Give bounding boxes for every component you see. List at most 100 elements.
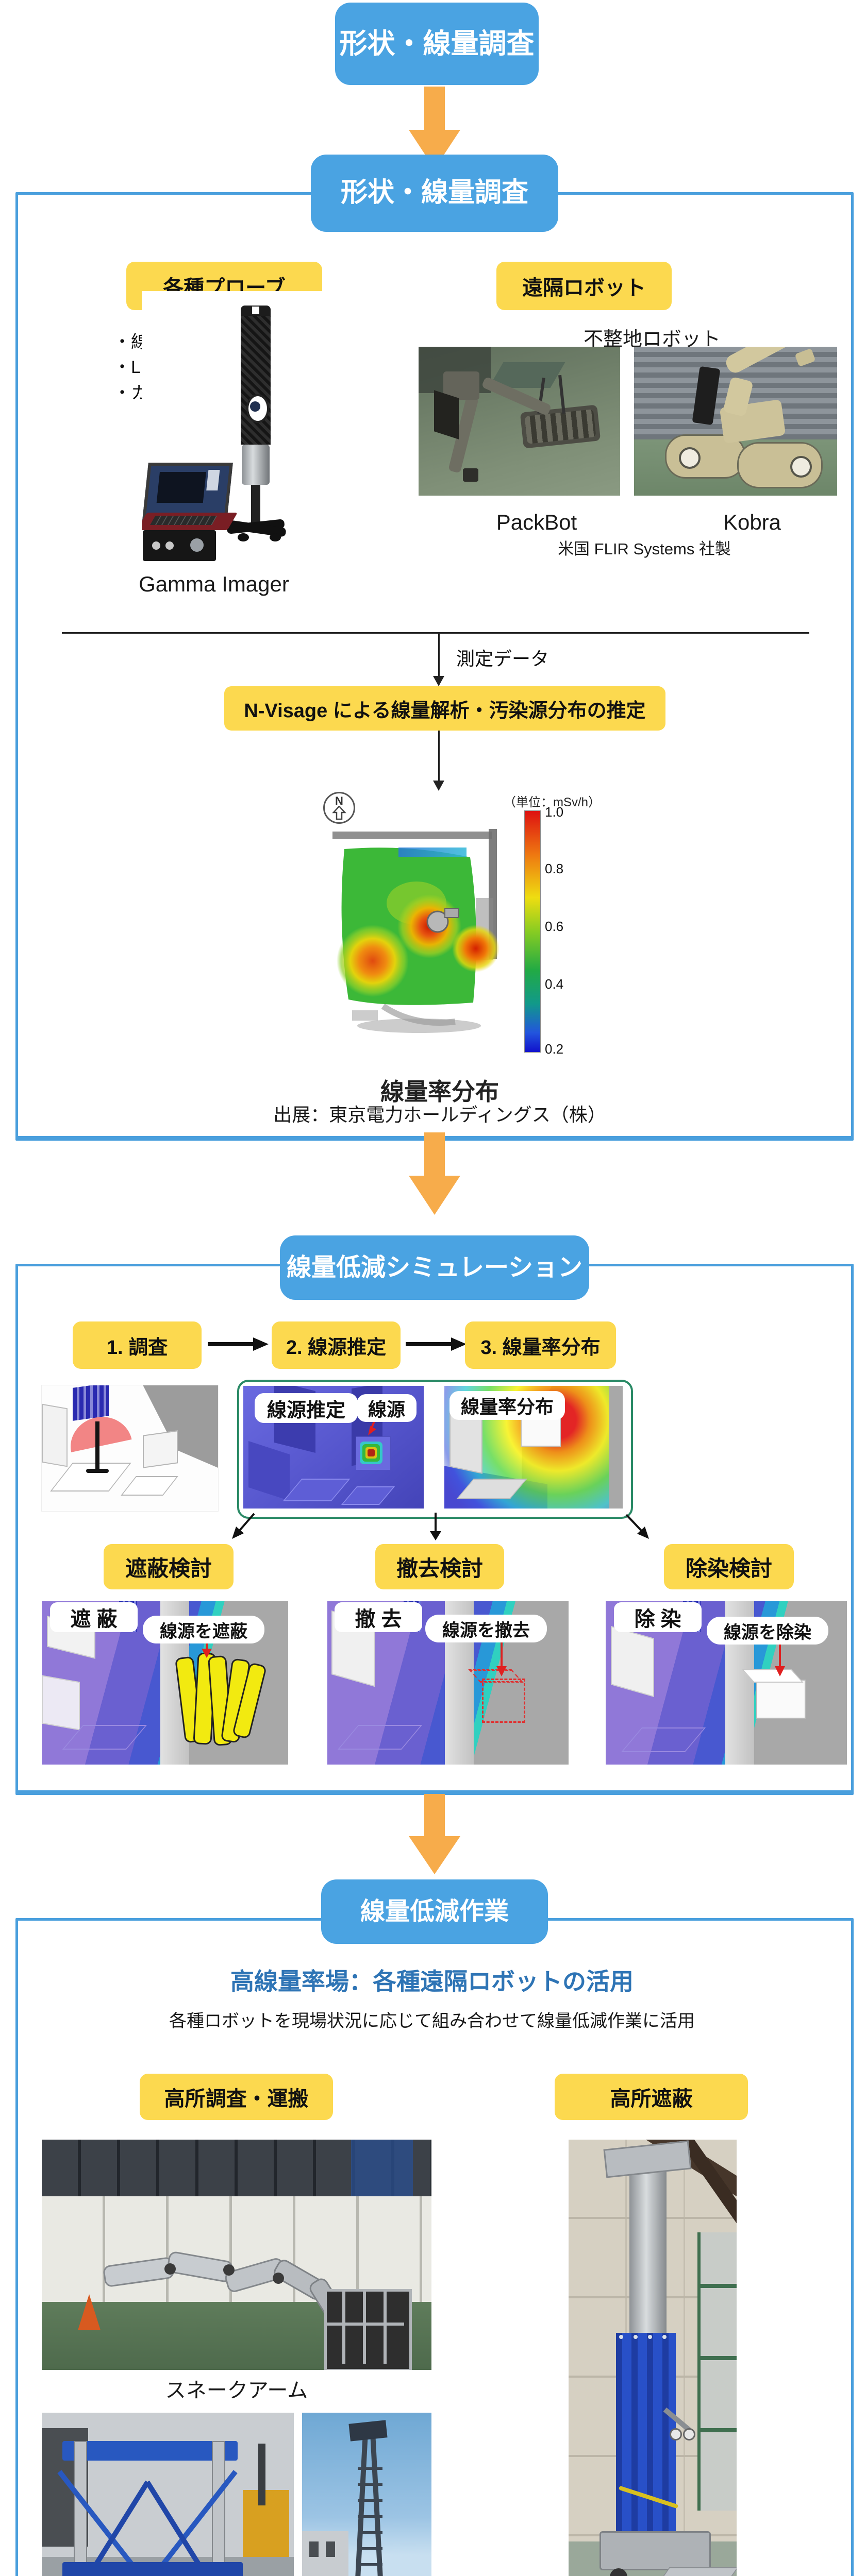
probe-top-slot: [252, 307, 259, 314]
top-flow-badge: 形状・線量調査: [335, 3, 539, 85]
step3-box: 3. 線量率分布: [465, 1321, 616, 1369]
connector-vline2: [438, 731, 440, 781]
section1-title-badge: 形状・線量調査: [311, 155, 558, 232]
sim1-blue-pipes: [73, 1385, 109, 1421]
sim-survey-image: [41, 1385, 219, 1512]
removal-scene-plate: [337, 1725, 423, 1750]
snake-cart-bar3: [384, 2292, 387, 2364]
sim1-plate1: [50, 1463, 131, 1492]
removal-callout: 線源を撤去: [425, 1615, 547, 1642]
sim-shielding-image: 線源を遮蔽 遮 蔽: [42, 1601, 288, 1765]
probe-silver-body: [242, 445, 270, 485]
gamma-imager-caption: Gamma Imager: [139, 572, 289, 596]
remote-robot-label: 遠隔ロボット: [496, 262, 672, 310]
est-hot-core: [368, 1449, 375, 1456]
shielding-tag: 遮 蔽: [50, 1602, 138, 1632]
lifter-forklift-mast: [258, 2444, 265, 2505]
packbot-gripper: [463, 468, 478, 482]
decontamination-tag: 除 染: [614, 1602, 702, 1632]
heatmap-image: [332, 829, 499, 1033]
est-plate2: [341, 1486, 395, 1505]
laptop-screen-window: [156, 472, 206, 503]
kobra-wheel-left: [679, 447, 701, 469]
section2-title: 線量低減シミュレーション: [286, 1253, 583, 1281]
shield-gauge1: [670, 2428, 682, 2441]
snake-arm-caption: スネークアーム: [165, 2379, 308, 2402]
photo-packbot-survey: [419, 347, 620, 496]
step-arrow-icon2: [406, 1337, 467, 1351]
sim1-probe: [95, 1421, 99, 1471]
photo-kobra-survey: [634, 347, 837, 496]
control-connector: [190, 538, 204, 552]
shield-scene-box2: [42, 1675, 80, 1731]
section1-title: 形状・線量調査: [340, 178, 528, 208]
probe-base-foot1: [238, 533, 249, 541]
removal-tag: 撤 去: [335, 1602, 422, 1632]
sim-decontamination-image: 線源を除染 除 染: [606, 1601, 847, 1765]
source-callout: 線源: [357, 1394, 417, 1422]
maker-credit: 米国 FLIR Systems 社製: [558, 540, 731, 558]
lifter-mast-right: [212, 2441, 225, 2572]
snake-cart-bar4: [327, 2323, 404, 2326]
decon-scene-plate: [621, 1727, 706, 1752]
compass-arrow-glyph: [332, 806, 346, 820]
kobra-track-right: [737, 442, 823, 488]
laptop-keys: [149, 516, 218, 525]
section-dose-reduction-simulation: 線量低減シミュレーション 1. 調査 2. 線源推定 3. 線量率分布: [15, 1235, 854, 1795]
shield-wheel1: [610, 2568, 627, 2576]
heatmap-caption: 線量率分布: [380, 1078, 499, 1105]
shield-gauge2: [683, 2428, 695, 2441]
photo-snake-arm: [42, 2140, 431, 2370]
sim-source-estimation-image: 線源推定 線源: [243, 1386, 424, 1509]
packbot-tracks: [520, 404, 601, 449]
flow-arrow-icon: [409, 87, 460, 169]
section3-title-badge: 線量低減作業: [321, 1879, 548, 1944]
snake-joint3: [273, 2273, 284, 2284]
mast-window1: [309, 2541, 319, 2557]
kobra-caption: Kobra: [723, 510, 781, 534]
north-compass-icon: N: [323, 792, 355, 824]
sim1-plate2: [121, 1476, 178, 1496]
step-arrow-icon1: [208, 1337, 269, 1351]
source-estimation-callout: 線源推定: [255, 1393, 358, 1423]
group-label-high-survey: 高所調査・運搬: [140, 2074, 333, 2120]
colorbar-tick-5: 0.2: [545, 1041, 564, 1057]
shield-ring1: [619, 2335, 623, 2339]
kobra-wheel-right: [790, 456, 812, 478]
decon-scene-box1: [611, 1625, 654, 1698]
sim-result-box: 線源推定 線源 線量率分布: [237, 1380, 633, 1519]
sim-dose-map-image: 線量率分布: [444, 1386, 623, 1509]
colorbar-tick-4: 0.4: [545, 976, 564, 992]
snake-cart-bar2: [363, 2292, 366, 2364]
removal-option-label: 撤去検討: [375, 1544, 504, 1589]
snake-cart: [324, 2289, 412, 2370]
section3-title: 線量低減作業: [360, 1897, 509, 1925]
shielding-callout: 線源を遮蔽: [143, 1616, 264, 1643]
probe-knurled-shaft: [241, 316, 271, 445]
flow-arrow-icon3: [409, 1794, 460, 1874]
shielding-option-label: 遮蔽検討: [104, 1544, 234, 1589]
control-box: [143, 530, 216, 561]
lifter-base: [62, 2562, 243, 2576]
probe-rod: [251, 485, 260, 525]
photo-lifter-mast: [302, 2413, 431, 2576]
laptop-screen-panel: [206, 470, 220, 490]
section3-subheading: 各種ロボットを現場状況に応じて組み合わせて線量低減作業に活用: [169, 2011, 695, 2031]
photo-gamma-imager: [142, 291, 353, 590]
laptop-screen: [142, 463, 233, 520]
control-knob1: [152, 541, 160, 550]
section-shape-dose-survey: 形状・線量調査 各種プローブ 遠隔ロボット ・線量計 ・Lidar ・カメラ 等: [15, 155, 854, 1141]
nvisage-label: N-Visage による線量解析・汚染源分布の推定: [224, 686, 665, 731]
sim1-box2: [143, 1430, 178, 1468]
photo-lifter-main: [42, 2413, 294, 2576]
packbot-antenna2: [558, 375, 565, 414]
shield-ring2: [634, 2335, 638, 2339]
colorbar-tick-3: 0.6: [545, 919, 564, 934]
mast-window2: [326, 2541, 335, 2557]
colorbar-tick-1: 1.0: [545, 804, 564, 820]
mast-building: [302, 2531, 348, 2576]
section2-title-badge: 線量低減シミュレーション: [280, 1235, 589, 1300]
mast-braces: [358, 2454, 382, 2572]
dose-map-callout: 線量率分布: [449, 1391, 565, 1420]
est-slab: [248, 1441, 290, 1501]
